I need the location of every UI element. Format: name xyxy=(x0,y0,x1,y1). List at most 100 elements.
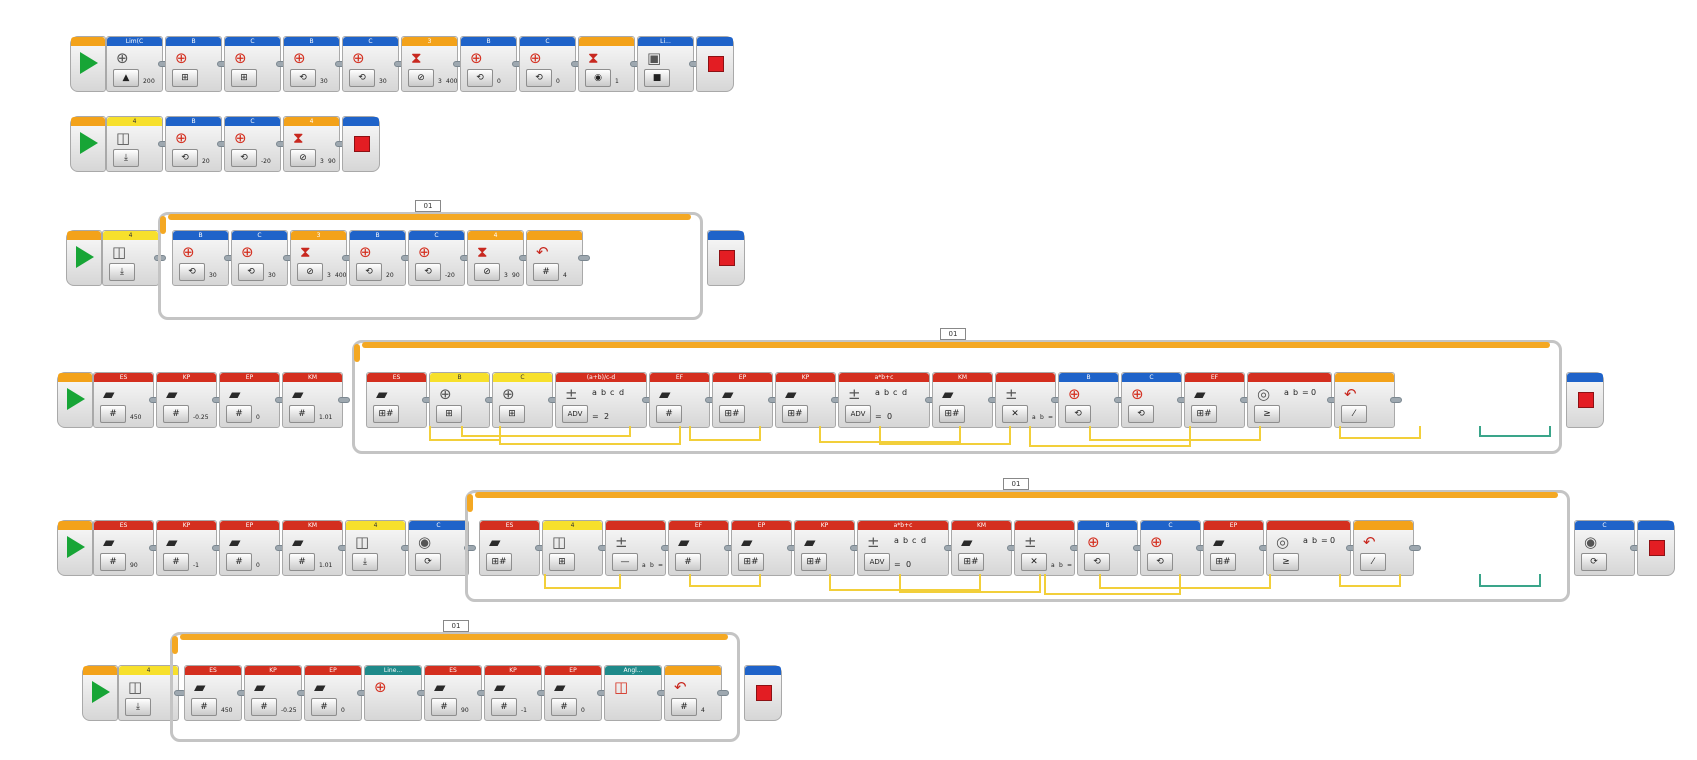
sensor-block[interactable]: Li...▣■ xyxy=(637,36,694,92)
block-parameter-value[interactable]: = xyxy=(894,560,901,569)
motor-block[interactable]: C⊕⟲-20 xyxy=(408,230,465,286)
sensor-block[interactable]: B⊕⊞ xyxy=(429,372,490,428)
block-mode-selector[interactable]: ADV xyxy=(845,405,871,423)
block-mode-selector[interactable]: ⊘ xyxy=(290,149,316,167)
block-mode-selector[interactable]: ⊞# xyxy=(782,405,808,423)
block-parameter-value[interactable]: 0 xyxy=(1311,388,1317,397)
block-mode-selector[interactable]: ⟲ xyxy=(415,263,441,281)
block-mode-selector[interactable]: ⤓ xyxy=(109,263,135,281)
motor-block[interactable]: C⊕⟲-20 xyxy=(224,116,281,172)
block-mode-selector[interactable]: ⊞# xyxy=(738,553,764,571)
block-mode-selector[interactable]: ⟳ xyxy=(415,553,441,571)
block-parameter-value[interactable]: 20 xyxy=(143,78,151,85)
block-mode-selector[interactable]: # xyxy=(656,405,682,423)
block-mode-selector[interactable]: ⊞# xyxy=(801,553,827,571)
motor-block[interactable]: C⊕⟲ xyxy=(1140,520,1201,576)
block-parameter-value[interactable]: 0 xyxy=(1330,536,1336,545)
block-mode-selector[interactable]: ADV xyxy=(864,553,890,571)
motor-block[interactable]: B⊕⟲ xyxy=(1058,372,1119,428)
block-parameter-value[interactable]: = xyxy=(1067,562,1073,569)
block-mode-selector[interactable]: ⟲ xyxy=(1147,553,1173,571)
block-parameter-value[interactable]: -1 xyxy=(193,562,199,569)
stop-icon[interactable] xyxy=(719,250,735,266)
block-parameter-value[interactable]: b xyxy=(1040,414,1044,421)
block-mode-selector[interactable]: ⤓ xyxy=(352,553,378,571)
block-mode-selector[interactable]: # xyxy=(311,698,337,716)
block-mode-selector[interactable]: # xyxy=(163,553,189,571)
block-mode-selector[interactable]: ≥ xyxy=(1254,405,1280,423)
block-mode-selector[interactable]: ⟲ xyxy=(179,263,205,281)
block-parameter-value[interactable]: 3 xyxy=(327,272,331,279)
block-parameter-value[interactable]: d xyxy=(619,388,625,397)
variable-block[interactable]: KP▰#-0.25 xyxy=(156,372,217,428)
block-parameter-value[interactable]: -20 xyxy=(261,158,271,165)
block-mode-selector[interactable]: ⊞ xyxy=(549,553,575,571)
start-block[interactable] xyxy=(70,36,106,92)
block-parameter-value[interactable]: d xyxy=(921,536,927,545)
block-parameter-value[interactable]: 3 xyxy=(504,272,508,279)
loopend-block[interactable]: ↶#4 xyxy=(664,665,722,721)
block-parameter-value[interactable]: a xyxy=(1284,388,1289,397)
block-mode-selector[interactable]: ADV xyxy=(562,405,588,423)
block-mode-selector[interactable]: ⟲ xyxy=(349,69,375,87)
loop-block[interactable] xyxy=(352,340,1562,454)
stop-icon[interactable] xyxy=(354,136,370,152)
variable-block[interactable]: KM▰⊞# xyxy=(932,372,993,428)
block-parameter-value[interactable]: a xyxy=(1051,562,1055,569)
block-parameter-value[interactable]: b xyxy=(1293,388,1299,397)
variable-block[interactable]: EF▰# xyxy=(649,372,710,428)
block-parameter-value[interactable]: a xyxy=(1032,414,1036,421)
block-parameter-value[interactable]: 3 xyxy=(320,158,324,165)
block-parameter-value[interactable]: 0 xyxy=(556,78,560,85)
block-mode-selector[interactable]: ⟲ xyxy=(467,69,493,87)
stop-block[interactable] xyxy=(1637,520,1675,576)
block-mode-selector[interactable]: # xyxy=(431,698,457,716)
loop-name-label[interactable]: 01 xyxy=(940,328,966,340)
motor-block[interactable]: C⊕⟲0 xyxy=(519,36,576,92)
block-mode-selector[interactable]: # xyxy=(100,405,126,423)
block-parameter-value[interactable]: 0 xyxy=(887,412,893,421)
motor-block[interactable]: B⊕⟲ xyxy=(1077,520,1138,576)
block-mode-selector[interactable]: ⊞# xyxy=(958,553,984,571)
block-parameter-value[interactable]: 90 xyxy=(512,272,520,279)
block-mode-selector[interactable]: ⟲ xyxy=(172,149,198,167)
block-parameter-value[interactable]: = xyxy=(592,412,599,421)
block-mode-selector[interactable]: ⊘ xyxy=(474,263,500,281)
block-parameter-value[interactable]: 4 xyxy=(563,272,567,279)
block-parameter-value[interactable]: 30 xyxy=(379,78,387,85)
block-mode-selector[interactable]: ⊞# xyxy=(1191,405,1217,423)
block-mode-selector[interactable]: ⟲ xyxy=(356,263,382,281)
start-block[interactable] xyxy=(57,372,93,428)
block-parameter-value[interactable]: = xyxy=(658,562,664,569)
block-mode-selector[interactable]: # xyxy=(251,698,277,716)
play-icon[interactable] xyxy=(92,681,110,703)
block-mode-selector[interactable]: ⊞# xyxy=(373,405,399,423)
block-parameter-value[interactable]: -0.25 xyxy=(193,414,209,421)
block-parameter-value[interactable]: b xyxy=(601,388,607,397)
sensor-block[interactable]: 4◫⤓ xyxy=(345,520,406,576)
block-parameter-value[interactable]: 1 xyxy=(615,78,619,85)
block-parameter-value[interactable]: b xyxy=(1059,562,1063,569)
block-mode-selector[interactable]: ⟲ xyxy=(1128,405,1154,423)
variable-block[interactable]: EP▰#0 xyxy=(304,665,362,721)
block-parameter-value[interactable]: 1.01 xyxy=(319,562,333,569)
motor-block[interactable]: C⊕⟲ xyxy=(1121,372,1182,428)
motor-block[interactable]: B⊕⊞ xyxy=(165,36,222,92)
block-mode-selector[interactable]: # xyxy=(533,263,559,281)
variable-block[interactable]: ES▰⊞# xyxy=(366,372,427,428)
variable-block[interactable]: EP▰⊞# xyxy=(712,372,773,428)
block-parameter-value[interactable]: 400 xyxy=(446,78,458,85)
block-parameter-value[interactable]: 450 xyxy=(221,707,233,714)
block-mode-selector[interactable]: ⟲ xyxy=(1084,553,1110,571)
mybl-block[interactable]: Line...⊕ xyxy=(364,665,422,721)
start-block[interactable] xyxy=(57,520,93,576)
block-parameter-value[interactable]: 3 xyxy=(438,78,442,85)
block-mode-selector[interactable]: # xyxy=(163,405,189,423)
block-parameter-value[interactable]: 0 xyxy=(151,78,155,85)
loop-block[interactable] xyxy=(465,490,1570,602)
